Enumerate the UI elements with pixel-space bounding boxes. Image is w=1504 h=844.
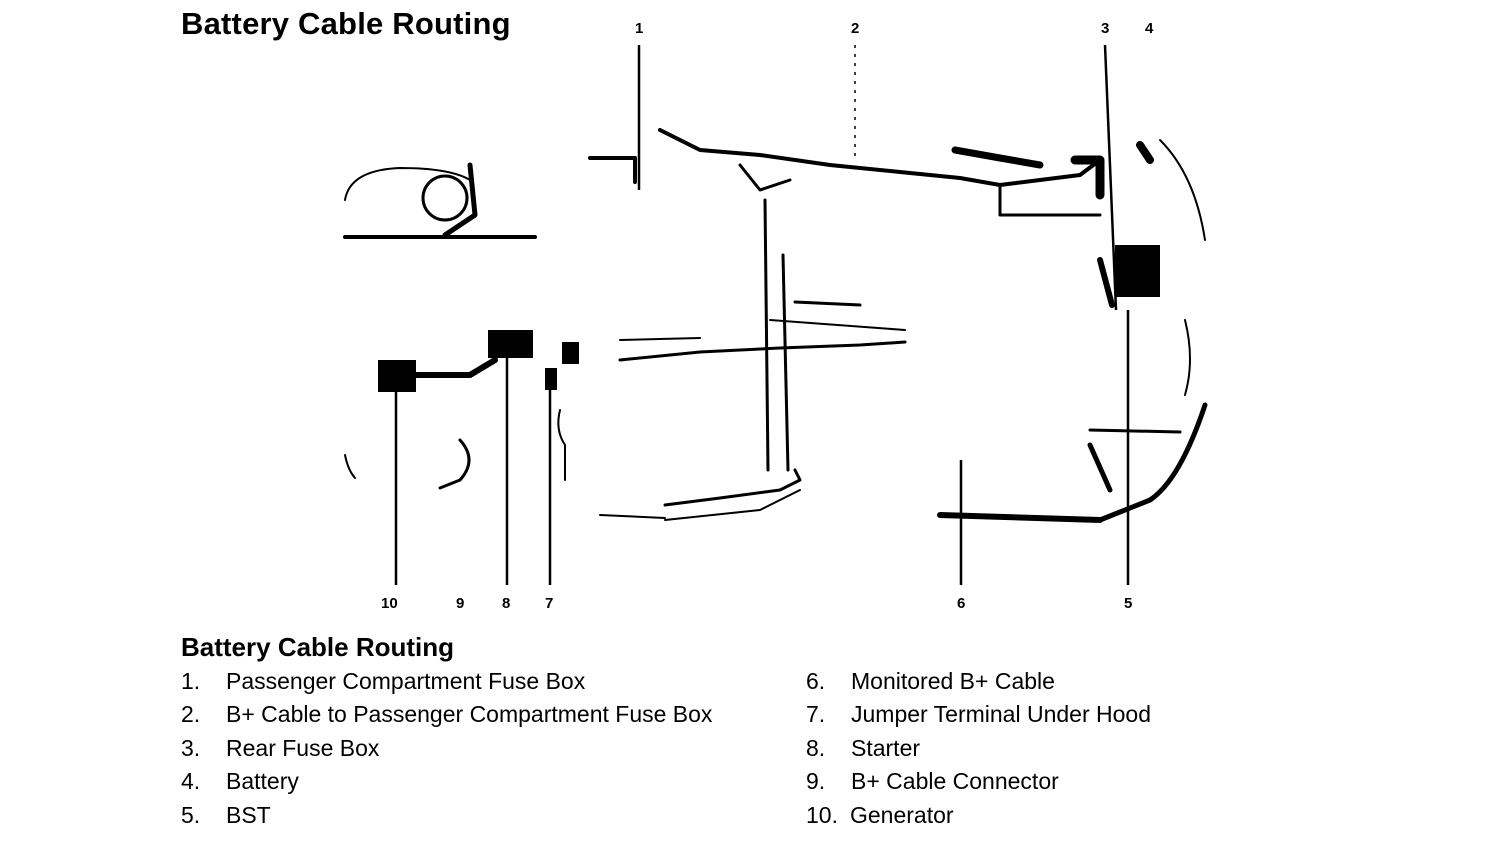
leader-line-3 xyxy=(1103,44,1118,311)
callout-4: 4 xyxy=(1145,20,1154,37)
front-fender xyxy=(1184,319,1191,396)
callout-2: 2 xyxy=(851,20,859,37)
legend-item-label: Rear Fuse Box xyxy=(226,734,380,761)
legend-list-left: 1. Passenger Compartment Fuse Box 2. B+ Ca… xyxy=(181,665,712,832)
legend-item-number: 8. xyxy=(806,734,826,761)
legend-item: 2. B+ Cable to Passenger Compartment Fuse… xyxy=(181,698,712,731)
legend-item: 7. Jumper Terminal Under Hood xyxy=(806,698,1151,731)
generator-block xyxy=(378,360,416,392)
battery-block xyxy=(1115,245,1160,297)
legend-item-label: BST xyxy=(226,801,271,828)
callout-8: 8 xyxy=(502,595,510,612)
cable-main-vertical xyxy=(781,253,790,472)
starter-block xyxy=(488,330,533,358)
legend-item-number: 4. xyxy=(181,768,201,795)
legend-item: 10. Generator xyxy=(806,799,1151,832)
frame-rail-upper xyxy=(618,340,907,362)
legend-item-number: 3. xyxy=(181,734,201,761)
legend-list-right: 6. Monitored B+ Cable 7. Jumper Terminal U… xyxy=(806,665,1151,832)
legend-item-number: 2. xyxy=(181,701,201,728)
legend-item-label: B+ Cable to Passenger Compartment Fuse B… xyxy=(226,701,713,728)
legend-item-number: 5. xyxy=(181,801,201,828)
legend-item: 3. Rear Fuse Box xyxy=(181,732,712,765)
callout-1: 1 xyxy=(635,20,643,37)
callout-3: 3 xyxy=(1101,20,1109,37)
legend-item-label: Starter xyxy=(851,734,921,761)
callout-9: 9 xyxy=(456,595,464,612)
vehicle-cable-diagram: 1 2 3 4 10 9 8 7 6 5 xyxy=(343,20,1208,612)
legend-item: 8. Starter xyxy=(806,732,1151,765)
legend-item-number: 10. xyxy=(806,801,838,828)
callout-7: 7 xyxy=(545,595,553,612)
callout-6: 6 xyxy=(957,595,965,612)
frame-rail-lower xyxy=(663,468,802,507)
legend-item-label: B+ Cable Connector xyxy=(851,768,1059,795)
rear-wheel-arch-lower xyxy=(344,454,356,479)
body-upper-edge xyxy=(658,128,1102,187)
callout-5: 5 xyxy=(1124,595,1132,612)
legend-item-label: Jumper Terminal Under Hood xyxy=(851,701,1151,728)
legend-item-number: 7. xyxy=(806,701,826,728)
legend-item: 4. Battery xyxy=(181,765,712,798)
legend-item: 1. Passenger Compartment Fuse Box xyxy=(181,665,712,698)
legend-item: 9. B+ Cable Connector xyxy=(806,765,1151,798)
rear-wheel-arch-upper xyxy=(344,167,471,201)
legend-item-number: 1. xyxy=(181,668,201,694)
legend-item: 6. Monitored B+ Cable xyxy=(806,665,1151,698)
legend-item: 5. BST xyxy=(181,799,712,832)
legend-item-label: Generator xyxy=(850,801,954,828)
legend-item-label: Passenger Compartment Fuse Box xyxy=(226,668,586,694)
legend-title: Battery Cable Routing xyxy=(181,632,455,662)
legend-item-number: 6. xyxy=(806,668,826,694)
legend-item-label: Battery xyxy=(226,768,299,795)
page-title: Battery Cable Routing xyxy=(181,6,511,41)
legend-item-label: Monitored B+ Cable xyxy=(851,668,1055,694)
legend-item-number: 9. xyxy=(806,768,826,795)
callout-10: 10 xyxy=(381,595,398,612)
rear-upper-wheel-hub xyxy=(421,174,469,222)
